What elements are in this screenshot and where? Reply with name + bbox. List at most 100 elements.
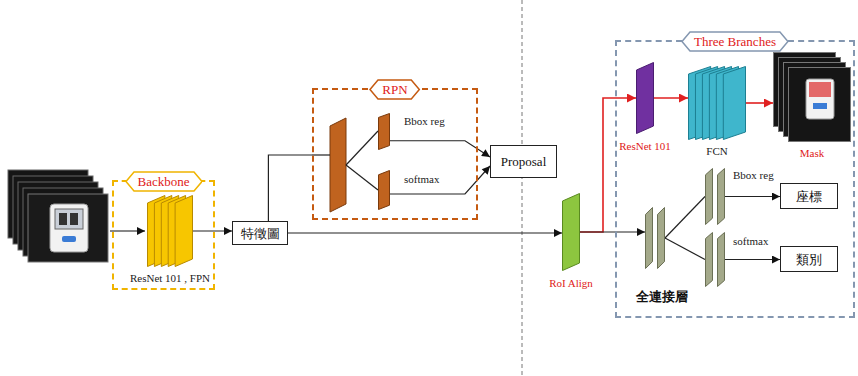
connector-arrow: [746, 102, 773, 104]
box-text: Proposal: [501, 154, 547, 169]
connector-arrow: [580, 98, 636, 232]
layer-shape: [378, 113, 390, 150]
backbone-region: BackboneResNet 101 , FPN: [112, 180, 215, 290]
box-text: 特徵圖: [241, 226, 280, 241]
layer-shape: [378, 170, 390, 210]
hexagon-heading: Backbone: [125, 171, 203, 192]
softmax-layers: softmax: [705, 232, 725, 287]
rpn-bbox-layer: Bbox reg: [378, 113, 390, 150]
caption-text: softmax: [733, 234, 768, 248]
heading-text: Backbone: [138, 174, 190, 189]
mask-resnet-layer: ResNet 101: [636, 62, 654, 134]
layer-caption: RoI Align: [549, 276, 593, 290]
layer-shape: [688, 66, 746, 140]
hexagon-heading: RPN: [369, 79, 420, 100]
divider-line: [522, 0, 523, 376]
layer-caption: FCN: [706, 144, 727, 158]
layer-caption: softmax: [404, 172, 439, 186]
layer-slab: [637, 63, 654, 134]
layer-slab: [379, 171, 390, 210]
layer-caption: ResNet 101: [619, 139, 671, 153]
caption-text: softmax: [404, 172, 439, 186]
image-frame: [789, 68, 851, 142]
hexagon-shape: [126, 172, 202, 191]
mask-shape: [773, 52, 851, 142]
caption-text: 全連接層: [636, 289, 688, 305]
backbone-layers: ResNet 101 , FPN: [147, 195, 193, 267]
monitor-digit: [59, 213, 67, 225]
connector-arrow: [725, 259, 780, 260]
connector-arrow: [665, 197, 705, 239]
caption-text: Mask: [800, 146, 824, 160]
monitor-button: [62, 236, 76, 242]
hexagon-heading: Three Branches: [681, 31, 789, 52]
layer-caption: Bbox reg: [404, 114, 445, 128]
heading-text: RPN: [382, 82, 407, 97]
output-box: 座標: [780, 183, 838, 209]
connector-arrow: [390, 141, 490, 157]
input-images: [8, 170, 108, 262]
rpn-softmax-layer: softmax: [378, 170, 390, 210]
hexagon-shape: [370, 80, 419, 99]
layer-caption: 全連接層: [636, 289, 688, 305]
layer-caption: Bbox reg: [733, 168, 774, 182]
fc-layers: 全連接層: [645, 207, 665, 269]
heading-text: Three Branches: [694, 34, 776, 49]
layer-slab: [718, 169, 725, 225]
connector-arrow: [725, 196, 780, 197]
layer-shape: [705, 168, 725, 225]
connector-arrow: [654, 97, 688, 99]
fcn-layers: FCN: [688, 66, 746, 140]
layer-shape: [645, 207, 665, 269]
layer-caption: Mask: [800, 146, 824, 160]
connector-arrow: [665, 238, 705, 260]
caption-text: Bbox reg: [404, 114, 445, 128]
branches-region: Three BranchesResNet 101FCNMask全連接層Bbox …: [615, 40, 855, 318]
input-arrow: [110, 230, 145, 231]
output-box: 類別: [780, 246, 838, 272]
caption-text: RoI Align: [549, 276, 593, 290]
hexagon-shape: [682, 32, 788, 51]
connector-arrow: [268, 155, 312, 221]
box-text: 座標: [796, 189, 822, 204]
layer-caption: softmax: [733, 234, 768, 248]
layer-shape: [705, 232, 725, 287]
feed-line: [312, 154, 330, 155]
layer-slab: [723, 67, 745, 140]
mask-region: [813, 103, 827, 109]
layer-shape: [562, 193, 580, 271]
split-line: [346, 131, 378, 165]
monitor-digit: [70, 213, 78, 225]
layer-slab: [175, 196, 192, 267]
bbox-reg-layers: Bbox reg: [705, 168, 725, 225]
caption-text: FCN: [706, 144, 727, 158]
monitor-screen: [55, 209, 83, 229]
caption-text: Bbox reg: [733, 168, 774, 182]
feature-map-box: 特徵圖: [232, 221, 288, 245]
roi-align-layer: RoI Align: [562, 193, 580, 271]
layer-slab: [563, 194, 580, 271]
layer-shape: [147, 195, 193, 267]
proposal-box: Proposal: [490, 145, 557, 178]
mask-images: Mask: [773, 52, 851, 142]
rpn-conv-layer: [330, 118, 346, 212]
image-frame: [28, 194, 108, 262]
connector-arrow: [580, 231, 645, 232]
connector-arrow: [390, 166, 490, 194]
monitor-device: [806, 79, 834, 119]
connector-arrow: [193, 230, 232, 231]
layer-caption: ResNet 101 , FPN: [130, 271, 210, 285]
split-line: [346, 165, 378, 190]
rpn-region: RPNBbox regsoftmax: [312, 88, 478, 220]
mask-region: [809, 82, 831, 97]
connector-arrow: [288, 232, 562, 233]
layer-slab: [379, 114, 390, 150]
layer-slab: [646, 208, 653, 269]
layer-slab: [658, 208, 665, 269]
layer-slab: [718, 233, 725, 287]
layer-shape: [636, 62, 654, 134]
caption-text: ResNet 101 , FPN: [130, 271, 210, 285]
